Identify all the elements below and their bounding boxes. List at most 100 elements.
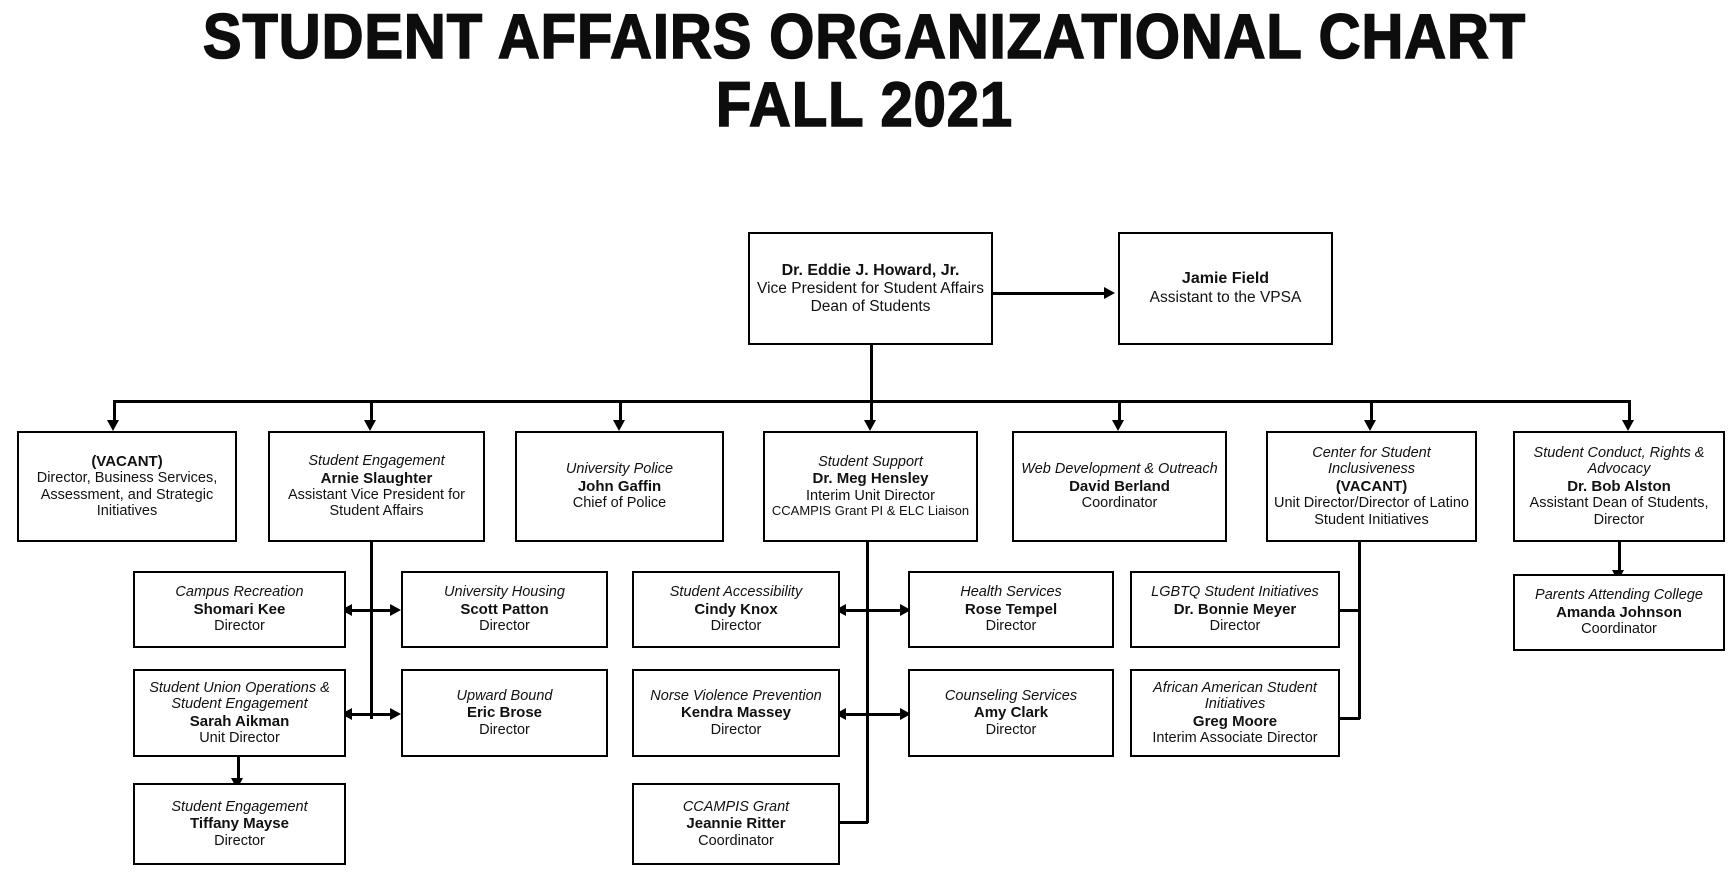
vp-role-1: Vice President for Student Affairs xyxy=(757,280,984,298)
business-services-role-2: Assessment, and Strategic xyxy=(40,486,214,503)
page-title: STUDENT AFFAIRS ORGANIZATIONAL CHART FAL… xyxy=(0,2,1729,140)
arrowhead-counseling-services xyxy=(900,708,911,720)
lgbtq-initiatives-role: Director xyxy=(1209,618,1261,635)
health-services-person: Rose Tempel xyxy=(964,600,1058,618)
ccampis-grant-role: Coordinator xyxy=(698,832,774,849)
connector-accessibility-health xyxy=(840,609,906,612)
parents-attending-college-role: Coordinator xyxy=(1581,621,1657,638)
center-inclusiveness-role-2: Student Initiatives xyxy=(1314,511,1429,528)
counseling-services-unit: Counseling Services xyxy=(944,687,1078,704)
node-student-engagement-sub[interactable]: Student Engagement Tiffany Mayse Directo… xyxy=(133,783,346,865)
node-student-accessibility[interactable]: Student Accessibility Cindy Knox Directo… xyxy=(632,571,840,648)
parents-attending-college-person: Amanda Johnson xyxy=(1556,603,1682,621)
university-police-unit: University Police xyxy=(565,461,674,478)
student-support-role-1: Interim Unit Director xyxy=(806,487,935,504)
center-inclusiveness-person: (VACANT) xyxy=(1335,477,1408,495)
connector-drop-student-conduct xyxy=(1628,400,1631,422)
lgbtq-initiatives-unit: LGBTQ Student Initiatives xyxy=(1151,584,1319,601)
student-conduct-role-2: Director xyxy=(1593,511,1645,528)
node-lgbtq-student-initiatives[interactable]: LGBTQ Student Initiatives Dr. Bonnie Mey… xyxy=(1130,571,1340,648)
student-union-ops-unit-2: Student Engagement xyxy=(171,696,308,713)
node-campus-recreation[interactable]: Campus Recreation Shomari Kee Director xyxy=(133,571,346,648)
student-engagement-division-person: Arnie Slaughter xyxy=(320,469,433,487)
node-student-union-operations[interactable]: Student Union Operations & Student Engag… xyxy=(133,669,346,757)
connector-drop-student-support xyxy=(870,400,873,422)
norse-violence-unit: Norse Violence Prevention xyxy=(650,687,822,704)
connector-student-engagement-spine xyxy=(370,542,373,719)
arrowhead-center-inclusiveness xyxy=(1364,420,1376,431)
lgbtq-initiatives-person: Dr. Bonnie Meyer xyxy=(1173,600,1297,618)
connector-union-upward-bound xyxy=(346,713,396,716)
counseling-services-person: Amy Clark xyxy=(973,704,1049,722)
norse-violence-person: Kendra Massey xyxy=(680,704,792,722)
arrowhead-upward-bound xyxy=(390,708,401,720)
parents-attending-college-unit: Parents Attending College xyxy=(1535,587,1703,604)
campus-recreation-unit: Campus Recreation xyxy=(175,584,304,601)
arrowhead-student-union-ops xyxy=(341,708,352,720)
node-vice-president[interactable]: Dr. Eddie J. Howard, Jr. Vice President … xyxy=(748,232,993,345)
student-engagement-sub-person: Tiffany Mayse xyxy=(190,815,289,833)
connector-drop-student-engagement xyxy=(370,400,373,422)
connector-conduct-to-parents xyxy=(1618,542,1621,572)
connector-vp-stem xyxy=(870,345,873,402)
upward-bound-role: Director xyxy=(479,721,530,738)
university-housing-person: Scott Patton xyxy=(460,600,549,618)
node-student-support[interactable]: Student Support Dr. Meg Hensley Interim … xyxy=(763,431,978,542)
student-support-person: Dr. Meg Hensley xyxy=(812,470,929,488)
african-american-unit-1: African American Student xyxy=(1153,679,1317,696)
title-line-2: FALL 2021 xyxy=(715,69,1014,140)
node-web-development-outreach[interactable]: Web Development & Outreach David Berland… xyxy=(1012,431,1227,542)
web-development-role: Coordinator xyxy=(1081,495,1158,512)
connector-student-support-spine xyxy=(866,542,869,823)
connector-drop-university-police xyxy=(619,400,622,422)
connector-drop-business-services xyxy=(113,400,116,422)
center-inclusiveness-unit-1: Center for Student xyxy=(1312,444,1431,461)
campus-recreation-person: Shomari Kee xyxy=(193,600,286,618)
student-conduct-role-1: Assistant Dean of Students, xyxy=(1529,495,1709,512)
connector-inclusiveness-spine xyxy=(1358,542,1361,719)
business-services-person: (VACANT) xyxy=(91,453,163,471)
university-police-person: John Gaffin xyxy=(577,477,662,495)
arrowhead-student-conduct xyxy=(1622,420,1634,431)
arrowhead-campus-rec xyxy=(341,604,352,616)
node-health-services[interactable]: Health Services Rose Tempel Director xyxy=(908,571,1114,648)
node-norse-violence-prevention[interactable]: Norse Violence Prevention Kendra Massey … xyxy=(632,669,840,757)
student-accessibility-unit: Student Accessibility xyxy=(669,584,803,601)
node-ccampis-grant[interactable]: CCAMPIS Grant Jeannie Ritter Coordinator xyxy=(632,783,840,865)
student-engagement-division-role-1: Assistant Vice President for xyxy=(287,486,466,503)
arrowhead-university-police xyxy=(613,420,625,431)
arrowhead-vp-to-assistant xyxy=(1104,287,1115,299)
vp-role-2: Dean of Students xyxy=(810,297,931,315)
arrowhead-university-housing xyxy=(390,604,401,616)
node-student-conduct-rights-advocacy[interactable]: Student Conduct, Rights & Advocacy Dr. B… xyxy=(1513,431,1725,542)
university-police-role: Chief of Police xyxy=(572,495,667,512)
assistant-vpsa-role: Assistant to the VPSA xyxy=(1149,288,1302,306)
node-student-engagement-division[interactable]: Student Engagement Arnie Slaughter Assis… xyxy=(268,431,485,542)
african-american-role: Interim Associate Director xyxy=(1152,729,1318,746)
student-union-ops-unit-1: Student Union Operations & xyxy=(149,679,330,696)
student-conduct-person: Dr. Bob Alston xyxy=(1567,477,1671,495)
connector-drop-web-development xyxy=(1118,400,1121,422)
connector-vp-to-assistant xyxy=(992,292,1106,295)
student-engagement-division-unit: Student Engagement xyxy=(308,453,445,470)
node-university-housing[interactable]: University Housing Scott Patton Director xyxy=(401,571,608,648)
node-assistant-to-vpsa[interactable]: Jamie Field Assistant to the VPSA xyxy=(1118,232,1333,345)
node-african-american-student-initiatives[interactable]: African American Student Initiatives Gre… xyxy=(1130,669,1340,757)
student-union-ops-person: Sarah Aikman xyxy=(189,712,290,730)
student-conduct-unit-1: Student Conduct, Rights & xyxy=(1533,444,1705,461)
health-services-role: Director xyxy=(985,618,1037,635)
node-business-services[interactable]: (VACANT) Director, Business Services, As… xyxy=(17,431,237,542)
node-university-police[interactable]: University Police John Gaffin Chief of P… xyxy=(515,431,724,542)
node-counseling-services[interactable]: Counseling Services Amy Clark Director xyxy=(908,669,1114,757)
center-inclusiveness-role-1: Unit Director/Director of Latino xyxy=(1273,495,1469,512)
arrowhead-health-services xyxy=(900,604,911,616)
student-engagement-division-role-2: Student Affairs xyxy=(329,503,424,520)
node-parents-attending-college[interactable]: Parents Attending College Amanda Johnson… xyxy=(1513,574,1725,651)
business-services-role-1: Director, Business Services, xyxy=(36,470,218,487)
node-upward-bound[interactable]: Upward Bound Eric Brose Director xyxy=(401,669,608,757)
upward-bound-person: Eric Brose xyxy=(466,704,543,722)
connector-campus-rec-housing xyxy=(346,609,396,612)
title-line-1: STUDENT AFFAIRS ORGANIZATIONAL CHART xyxy=(202,2,1527,72)
node-center-student-inclusiveness[interactable]: Center for Student Inclusiveness (VACANT… xyxy=(1266,431,1477,542)
arrowhead-business-services xyxy=(107,420,119,431)
